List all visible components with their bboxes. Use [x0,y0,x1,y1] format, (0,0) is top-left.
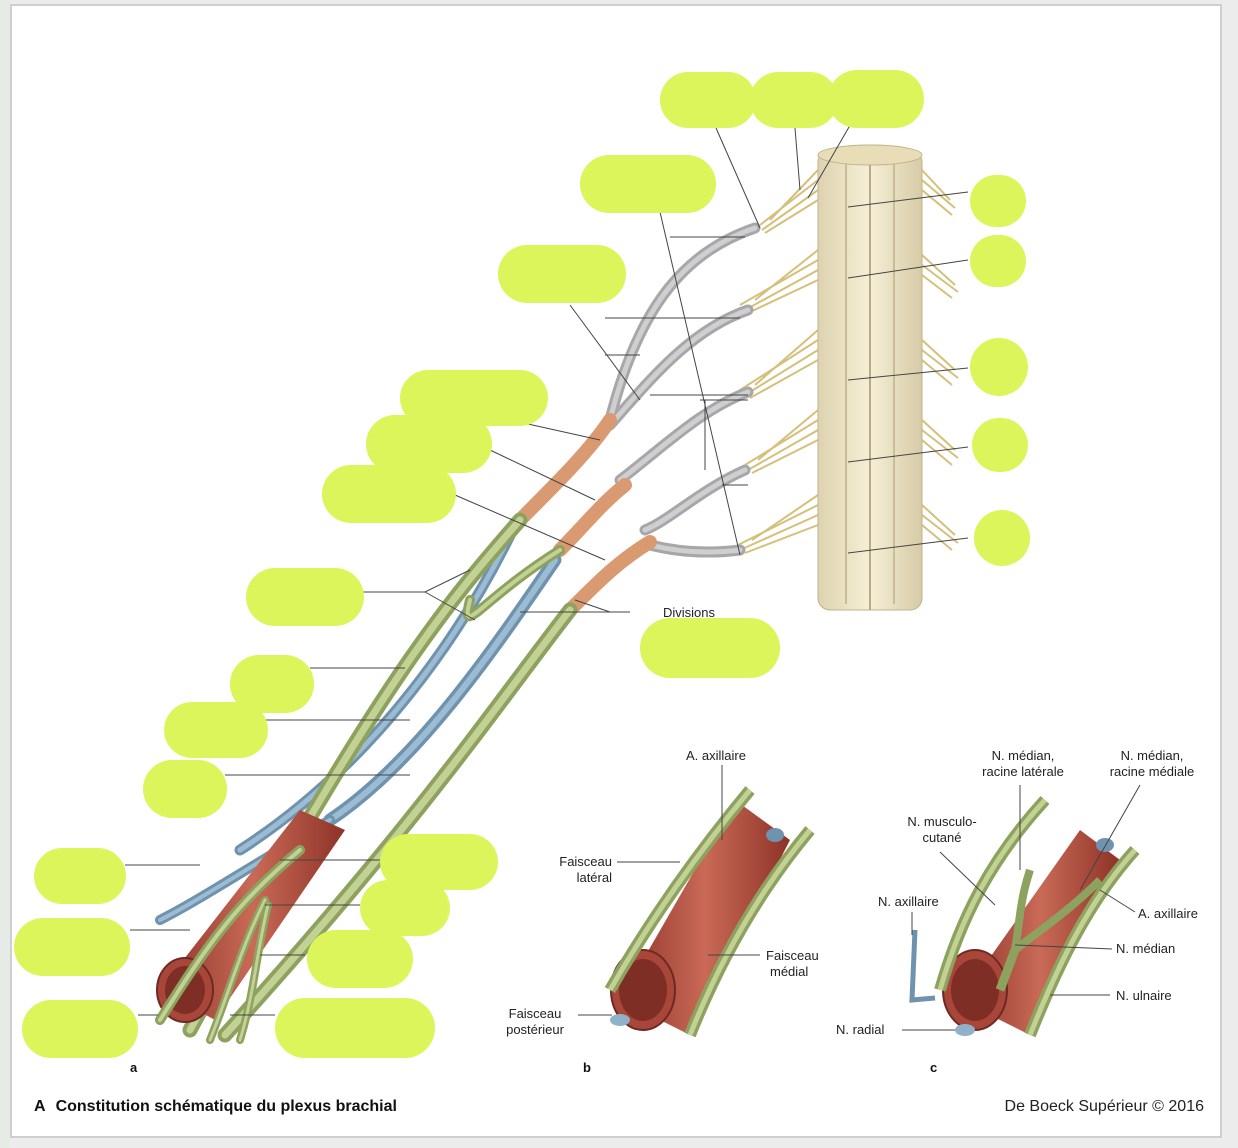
mask-box [380,834,498,890]
mask-box [275,998,435,1058]
panel-c-musculocutaneous-1: N. musculo- [907,814,977,829]
mask-box [34,848,126,904]
terminal-branches-a [155,845,305,1044]
spinal-cord [817,144,923,611]
panel-b-lateral-cord-label-1: Faisceau [559,854,612,869]
mask-box [14,918,130,976]
panel-b-posterior-cord-label-1: Faisceau [508,1006,562,1021]
figure-caption: A Constitution schématique du plexus brac… [34,1098,397,1116]
panel-c-axillary-artery: A. axillaire [1138,906,1198,921]
panel-c-median-lateral-root-2: racine latérale [982,764,1064,779]
mask-box [640,618,780,678]
mask-box [750,72,838,128]
mask-box [322,465,456,523]
panel-c-axillary-nerve: N. axillaire [878,894,939,909]
panel-c-musculocutaneous-2: cutané [922,830,962,845]
panel-b-lateral-cord-label-2: latéral [576,870,612,885]
mask-circle [974,510,1030,566]
mask-box [400,370,548,426]
mask-box [366,415,492,473]
mask-box [307,930,413,988]
panel-c-median-medial-root-2: racine médiale [1109,764,1195,779]
panel-c-radial-nerve: N. radial [836,1022,885,1037]
mask-box [660,72,756,128]
mask-box [580,155,716,213]
mask-circle [970,235,1026,287]
mask-circle [970,175,1026,227]
panel-b-artery-label: A. axillaire [686,748,746,763]
mask-box [828,70,924,128]
mask-box [164,702,268,758]
panel-label-a: a [130,1060,138,1075]
panel-c-median-medial-root-1: N. médian, [1120,748,1184,763]
divisions-label: Divisions [663,605,716,620]
panel-c-diagram [902,784,1141,1038]
mask-box [246,568,364,626]
mask-circle [970,338,1028,396]
panel-label-b: b [583,1060,591,1075]
panel-b-medial-cord-label-1: Faisceau [766,948,819,963]
mask-circle [972,418,1028,472]
mask-box [360,880,450,936]
panel-c-median-nerve: N. médian [1116,941,1176,956]
label-masks [14,70,1030,1058]
mask-box [143,760,227,818]
mask-box [230,655,314,713]
panel-c-median-lateral-root-1: N. médian, [991,748,1055,763]
mask-box [22,1000,138,1058]
panel-b-diagram [578,765,815,1038]
spinal-nerves [604,222,761,558]
panel-b-medial-cord-label-2: médial [770,964,809,979]
panel-b-posterior-cord-label-2: postérieur [506,1022,564,1037]
mask-box [498,245,626,303]
caption-letter: A [34,1098,46,1115]
panel-c-ulnar-nerve: N. ulnaire [1116,988,1172,1003]
trunks [513,413,657,617]
left-edge-strip [0,0,10,1148]
copyright-notice: De Boeck Supérieur © 2016 [1004,1098,1204,1115]
rootlets [737,169,959,554]
caption-text: Constitution schématique du plexus brach… [55,1098,397,1115]
panel-label-c: c [930,1060,938,1075]
